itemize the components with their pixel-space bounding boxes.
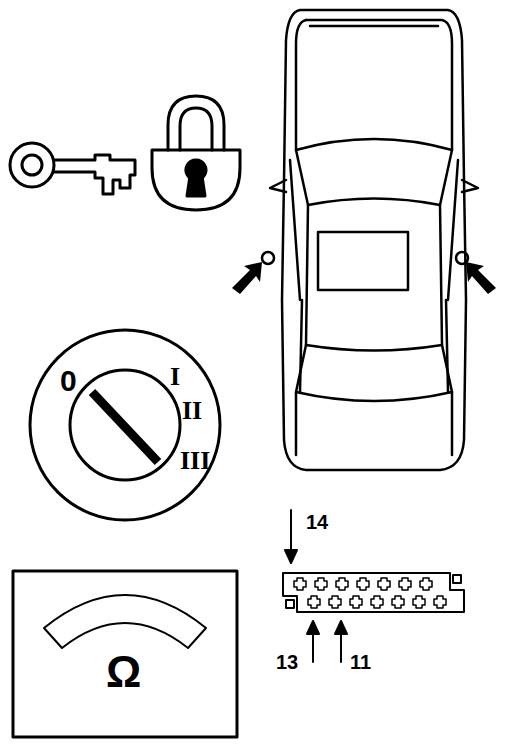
diagnostic-connector: [283, 573, 464, 612]
door-lock-arrows: [232, 262, 496, 294]
switch-position: II: [182, 398, 202, 424]
ohm-symbol: Ω: [106, 650, 141, 694]
connector-pin: [336, 578, 348, 590]
callout-number: 11: [350, 652, 371, 672]
padlock-icon: [152, 96, 240, 210]
connector-pin: [434, 596, 446, 608]
callout-number: 14: [306, 512, 328, 532]
connector-pin: [413, 596, 425, 608]
pin-arrows: [285, 510, 347, 662]
switch-position: 0: [60, 366, 77, 396]
key-icon: [10, 143, 135, 194]
ignition-switch: [30, 330, 220, 520]
callout-number: 13: [276, 652, 298, 672]
ohmmeter-box: [13, 571, 237, 737]
connector-pin: [357, 578, 369, 590]
connector-pin: [315, 578, 327, 590]
connector-pin: [350, 596, 362, 608]
connector-pin: [420, 578, 432, 590]
connector-pin: [378, 578, 390, 590]
connector-pin: [294, 578, 306, 590]
connector-pin: [392, 596, 404, 608]
switch-position: I: [170, 364, 180, 390]
connector-pin: [399, 578, 411, 590]
switch-position: III: [180, 448, 210, 474]
connector-pin: [308, 596, 320, 608]
connector-pin: [371, 596, 383, 608]
car-top-view: [262, 10, 478, 470]
connector-pin: [329, 596, 341, 608]
